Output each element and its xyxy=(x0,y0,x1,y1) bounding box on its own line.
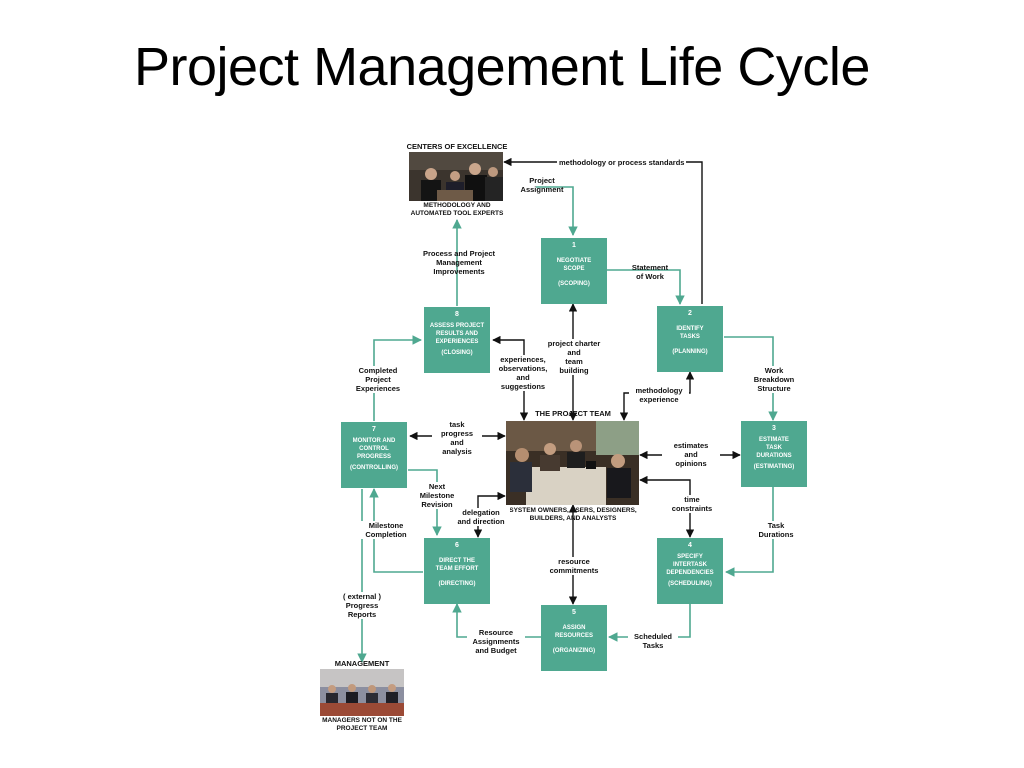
label-project-assignment: Project Assignment xyxy=(520,176,564,194)
centers-heading: CENTERS OF EXCELLENCE xyxy=(406,142,508,151)
flow-experiences xyxy=(492,335,529,421)
management-caption: Managers not on the Project Team xyxy=(322,717,402,732)
flow-completed-experiences xyxy=(373,335,422,421)
phase-name: Identify Tasks xyxy=(676,326,704,340)
phase-direct-team: 6 Direct the Team Effort (directing) xyxy=(424,538,490,604)
phase-name: Direct the Team Effort xyxy=(435,558,479,572)
phase-name: Estimate task Durations xyxy=(756,437,792,459)
phase-name: Monitor and Control Progress xyxy=(352,438,396,460)
phase-number: 4 xyxy=(688,542,692,549)
flow-milestone-completion xyxy=(369,488,423,573)
flow-next-milestone xyxy=(408,469,442,536)
phase-assign-resources: 5 Assign Resources (organizing) xyxy=(541,605,607,671)
phase-estimate-durations: 3 Estimate task Durations (estimating) xyxy=(741,421,807,487)
label-project-charter: project charter and team building xyxy=(541,339,607,375)
label-process-improvements: Process and Project Management Improveme… xyxy=(422,249,496,276)
phase-name: Assess Project Results and Experiences xyxy=(429,323,485,345)
phase-code: (directing) xyxy=(438,581,476,587)
label-task-durations: Task Durations xyxy=(750,521,802,539)
label-estimates: estimates and opinions xyxy=(662,441,720,468)
centers-caption: Methodology and Automated Tool Experts xyxy=(410,202,504,217)
page-title: Project Management Life Cycle xyxy=(134,37,870,97)
label-scheduled-tasks: Scheduled Tasks xyxy=(628,632,678,650)
phase-code: (scoping) xyxy=(558,281,590,287)
label-experiences: experiences, observations, and suggestio… xyxy=(495,355,551,391)
label-resource-commitments: resource commitments xyxy=(543,557,605,575)
label-wbs: Work Breakdown Structure xyxy=(746,366,802,393)
phase-number: 3 xyxy=(772,425,776,432)
label-delegation: delegation and direction xyxy=(452,508,510,526)
phase-name: Specify Intertask Dependencies xyxy=(666,554,714,576)
phase-number: 2 xyxy=(688,310,692,317)
centers-photo xyxy=(409,152,503,201)
flow-statement-of-work xyxy=(607,269,685,305)
phase-number: 1 xyxy=(572,242,576,249)
label-resource-budget: Resource Assignments and Budget xyxy=(467,628,525,655)
phase-assess-results: 8 Assess Project Results and Experiences… xyxy=(424,307,490,373)
management-photo xyxy=(320,669,404,716)
phase-identify-tasks: 2 Identify Tasks (planning) xyxy=(657,306,723,372)
phase-code: (estimating) xyxy=(753,464,795,470)
phase-number: 8 xyxy=(455,311,459,318)
phase-code: (organizing) xyxy=(552,648,596,654)
phase-negotiate-scope: 1 Negotiate Scope (scoping) xyxy=(541,238,607,304)
label-statement-of-work: Statement of Work xyxy=(631,263,669,281)
label-next-milestone: Next Milestone Revision xyxy=(412,482,462,509)
phase-name: Assign Resources xyxy=(554,625,593,639)
label-milestone-completion: Milestone Completion xyxy=(358,521,414,539)
phase-code: (controlling) xyxy=(350,465,398,471)
flow-time-constraints xyxy=(639,475,695,538)
phase-code: (closing) xyxy=(441,350,473,356)
management-heading: MANAGEMENT xyxy=(334,659,390,668)
flow-project-assignment xyxy=(536,186,578,236)
label-task-progress: task progress and analysis xyxy=(432,420,482,456)
phase-number: 7 xyxy=(372,426,376,433)
label-methodology-experience: methodology experience xyxy=(629,386,689,404)
phase-code: (scheduling) xyxy=(668,581,712,587)
label-progress-reports: ( external ) Progress Reports xyxy=(334,592,390,619)
team-caption: System Owners, Users, Designers, Builder… xyxy=(509,507,637,522)
phase-specify-dependencies: 4 Specify Intertask Dependencies (schedu… xyxy=(657,538,723,604)
team-photo xyxy=(506,421,639,505)
phase-number: 5 xyxy=(572,609,576,616)
phase-code: (planning) xyxy=(672,349,708,355)
phase-name: Negotiate Scope xyxy=(556,258,592,272)
team-heading: THE PROJECT TEAM xyxy=(535,409,611,418)
flow-task-durations xyxy=(725,487,774,577)
phase-number: 6 xyxy=(455,542,459,549)
label-time-constraints: time constraints xyxy=(664,495,720,513)
label-completed-experiences: Completed Project Experiences xyxy=(346,366,410,393)
phase-monitor-control: 7 Monitor and Control Progress (controll… xyxy=(341,422,407,488)
label-methodology-standards: methodology or process standards xyxy=(557,158,687,167)
